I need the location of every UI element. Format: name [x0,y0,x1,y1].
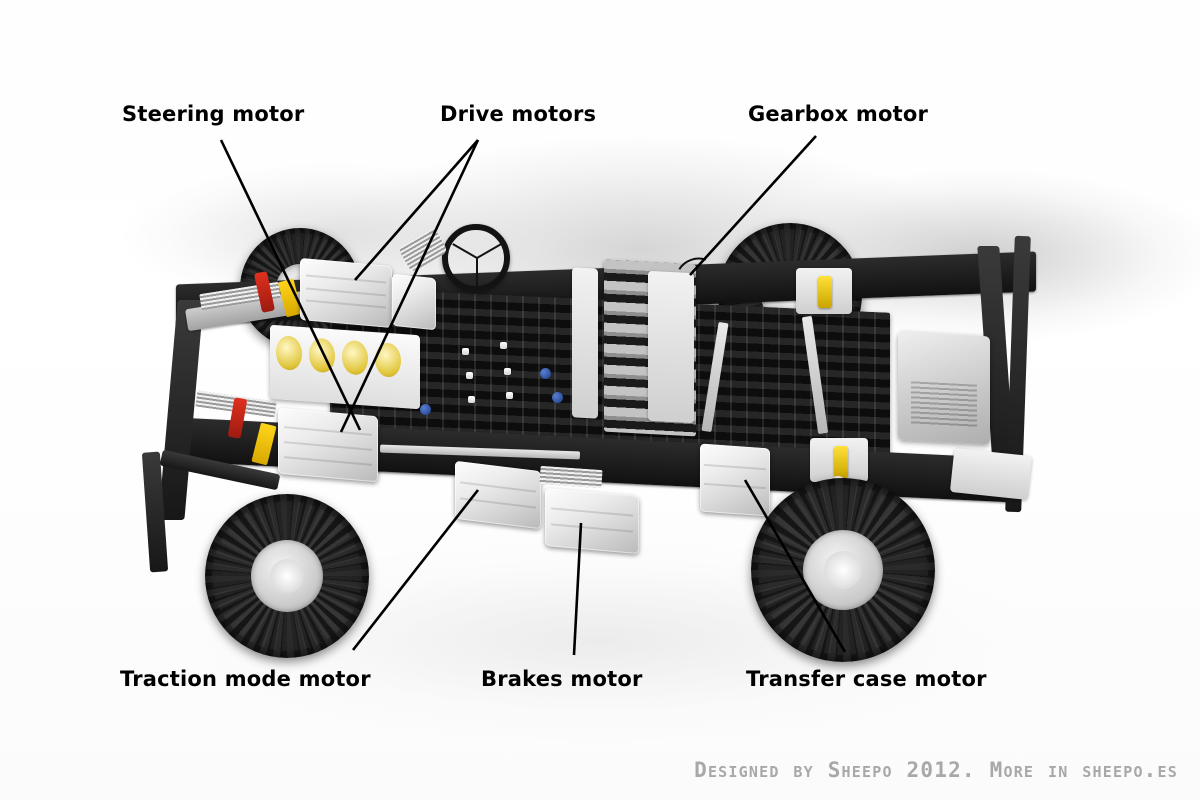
front-left-wheel [205,494,369,658]
leader-transfer-case-motor [743,479,847,653]
leader-steering-motor [219,139,362,431]
wheel-hub [802,529,884,611]
blue-pin [552,392,563,403]
selector-marker [500,342,507,349]
selector-marker [466,372,473,379]
blue-pin [420,404,431,415]
callout-drive-motors: Drive motors [440,102,597,126]
blue-pin [540,368,551,379]
leader-gearbox-motor [689,135,817,276]
rear-left-wheel [751,478,935,662]
rear-shock-absorber-lower [834,446,848,478]
selector-marker [504,368,511,375]
callout-transfer-case-motor: Transfer case motor [746,667,987,691]
rear-shock-absorber-upper [818,276,832,308]
leader-traction-mode-motor [351,489,480,651]
watermark-credit: Designed by Sheepo 2012. More in sheepo.… [694,758,1178,782]
leader-drive-motors-upper [354,139,479,281]
steering-wheel [442,224,510,292]
callout-brakes-motor: Brakes motor [481,667,643,691]
callout-traction-mode-motor: Traction mode motor [120,667,371,691]
selector-marker [506,392,513,399]
selector-marker [468,396,475,403]
selector-marker [462,348,469,355]
leader-drive-motors-lower [339,139,480,433]
callout-steering-motor: Steering motor [122,102,305,126]
wheel-hub [250,539,324,613]
callout-gearbox-motor: Gearbox motor [748,102,929,126]
leader-brakes-motor [572,522,583,656]
